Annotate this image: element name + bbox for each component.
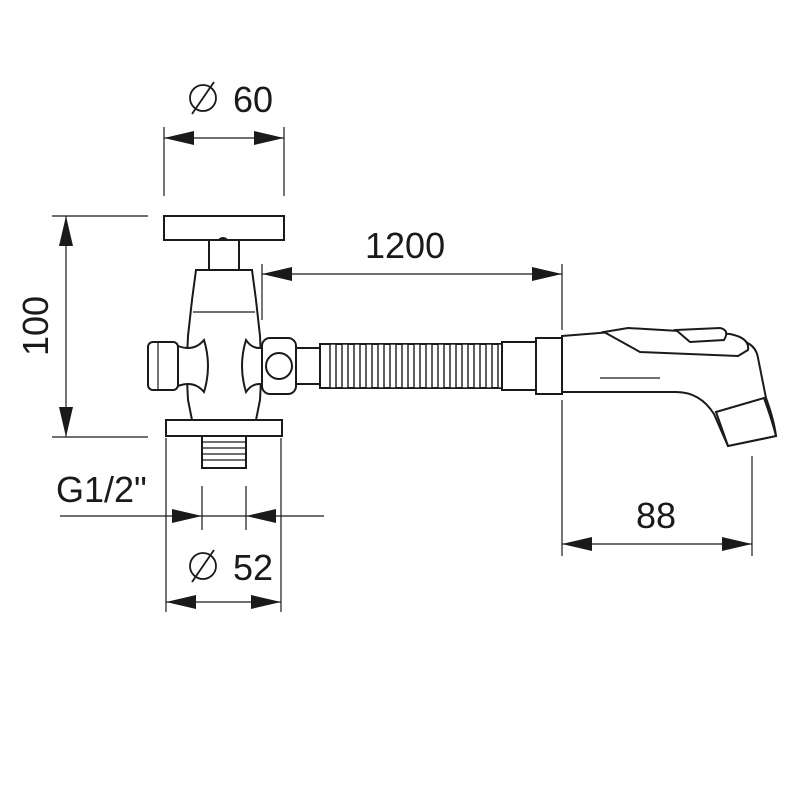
hose-rib (353, 343, 361, 389)
height-arrow-bottom (59, 407, 73, 437)
sprayer-button (673, 326, 728, 344)
hose-rib (377, 343, 385, 389)
thread-arrow-right (246, 509, 276, 523)
hose-rib (437, 343, 445, 389)
hose-rib (461, 343, 469, 389)
sprayer-length-label: 88 (636, 495, 676, 536)
dimension-thread: G1/2" (56, 469, 324, 530)
top-diameter-label: 60 (233, 79, 273, 120)
bottom-diameter-arrow-right (251, 595, 281, 609)
diameter-symbol-top (189, 84, 217, 112)
hose-length-arrow-right (532, 267, 562, 281)
bottom-diameter-arrow-left (166, 595, 196, 609)
top-diameter-arrow-right (254, 131, 284, 145)
hose-rib (473, 343, 481, 389)
hose-rib (425, 343, 433, 389)
hose-tube (319, 343, 503, 389)
sprayer-length-arrow-left (562, 537, 592, 551)
hose-outlet-collar (535, 337, 563, 395)
valve-handle (163, 215, 285, 241)
dimension-bottom-diameter: 52 (165, 438, 282, 612)
valve-flange (165, 419, 283, 437)
valve-left-shoulder (177, 337, 209, 395)
hand-sprayer (561, 326, 778, 448)
diameter-symbol-top-slash (191, 81, 215, 115)
hose-rib (413, 343, 421, 389)
thread-label: G1/2" (56, 469, 147, 510)
diameter-symbol-bottom (189, 552, 217, 580)
dimension-height: 100 (15, 215, 148, 438)
hose-rib (341, 343, 349, 389)
hose-rib (401, 343, 409, 389)
valve-stem (208, 239, 240, 271)
hose-rib (365, 343, 373, 389)
valve-right-nut-hex (265, 352, 293, 380)
valve (147, 215, 297, 469)
hose-rib (329, 343, 337, 389)
height-arrow-top (59, 216, 73, 246)
diameter-symbol-bottom-slash (191, 549, 215, 583)
hose-rib (485, 343, 493, 389)
height-label: 100 (15, 296, 56, 356)
sprayer-head (714, 396, 778, 448)
hose-outlet-fitting (501, 341, 537, 391)
hose-length-label: 1200 (365, 225, 445, 266)
hose-ribs (329, 343, 505, 389)
top-diameter-arrow-left (164, 131, 194, 145)
hose-length-arrow-left (262, 267, 292, 281)
valve-thread (201, 435, 247, 469)
thread-arrow-left (172, 509, 202, 523)
hose-rib (449, 343, 457, 389)
hose-inlet-fitting (295, 347, 321, 385)
bottom-diameter-label: 52 (233, 547, 273, 588)
sprayer-length-arrow-right (722, 537, 752, 551)
dimension-sprayer-length: 88 (561, 400, 753, 556)
dimension-top-diameter: 60 (163, 79, 285, 196)
flexible-hose (295, 337, 563, 395)
hose-rib (389, 343, 397, 389)
valve-left-nut (147, 341, 179, 391)
dimension-hose-length: 1200 (261, 225, 563, 330)
